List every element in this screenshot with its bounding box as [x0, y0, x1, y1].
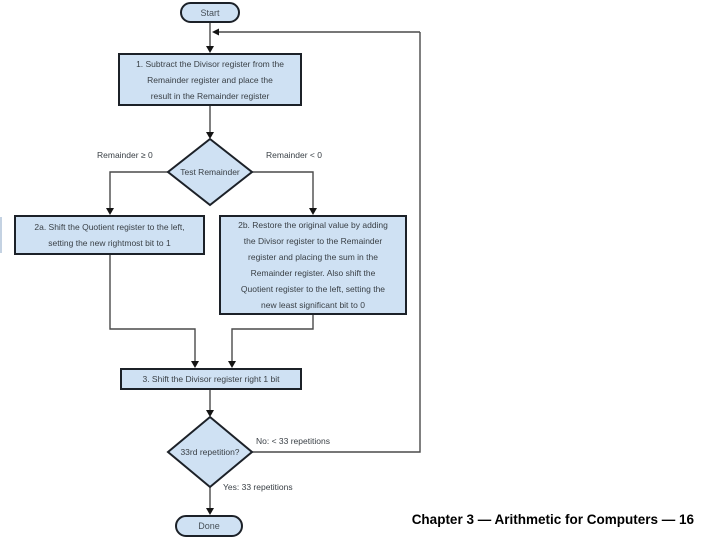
step2b-box: 2b. Restore the original value by adding…	[219, 215, 407, 315]
slide-footer-text: Chapter 3 — Arithmetic for Computers — 1…	[411, 512, 694, 527]
arrowhead-down	[191, 361, 199, 368]
connector-branch-right	[252, 171, 314, 209]
cropped-shape-edge	[0, 217, 2, 253]
arrowhead-down	[206, 508, 214, 515]
arrowhead-down	[206, 46, 214, 53]
arrowhead-down	[206, 132, 214, 139]
branch-no-label: No: < 33 repetitions	[256, 436, 330, 446]
start-label: Start	[200, 7, 220, 18]
decision-33rd-repetition-label: 33rd repetition?	[180, 447, 240, 457]
arrowhead-down	[228, 361, 236, 368]
arrowhead-down	[106, 208, 114, 215]
step3-text: 3. Shift the Divisor register right 1 bi…	[142, 374, 280, 384]
step2a-text: 2a. Shift the Quotient register to the l…	[34, 222, 185, 248]
slide-footer: Chapter 3 — Arithmetic for Computers — 1…	[393, 509, 695, 531]
step2a-box: 2a. Shift the Quotient register to the l…	[14, 215, 205, 255]
branch-remainder-ge-0-label: Remainder ≥ 0	[97, 150, 153, 160]
connector-2b-to-3	[231, 315, 314, 362]
decision-test-remainder-shape	[166, 137, 254, 207]
step1-box: 1. Subtract the Divisor register from th…	[118, 53, 302, 106]
step1-text: 1. Subtract the Divisor register from th…	[136, 58, 284, 101]
connector-branch-left	[109, 171, 168, 209]
done-label: Done	[198, 521, 220, 531]
branch-yes-label: Yes: 33 repetitions	[223, 482, 293, 492]
connector-2a-to-3	[109, 255, 196, 362]
step3-box: 3. Shift the Divisor register right 1 bi…	[120, 368, 302, 390]
decision-33rd-repetition-shape	[166, 415, 254, 489]
branch-remainder-lt-0-label: Remainder < 0	[266, 150, 322, 160]
connector-loop-back	[252, 32, 421, 453]
done-node: Done	[175, 515, 243, 537]
arrowhead-down	[309, 208, 317, 215]
step2b-text: 2b. Restore the original value by adding…	[238, 220, 388, 310]
decision-test-remainder-label: Test Remainder	[180, 167, 240, 177]
start-node: Start	[180, 2, 240, 23]
arrowhead-left	[212, 28, 219, 36]
arrowhead-down	[206, 410, 214, 417]
